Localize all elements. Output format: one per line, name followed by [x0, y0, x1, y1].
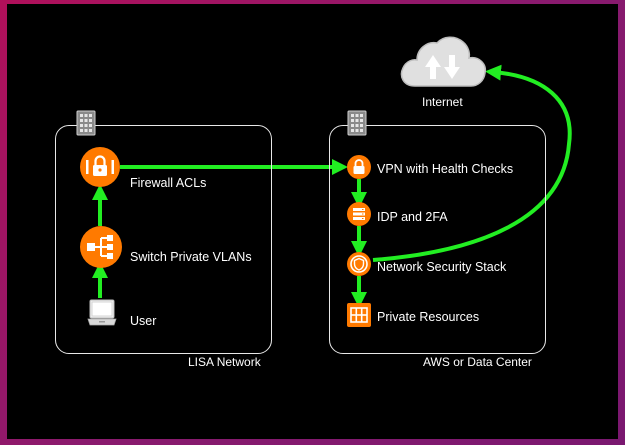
node-label-resources: Private Resources: [377, 310, 480, 324]
internet-label: Internet: [422, 95, 463, 109]
grid-icon: [346, 302, 372, 333]
lisa-network-caption: LISA Network: [188, 355, 261, 369]
lock-icon: [347, 155, 371, 184]
building-icon: [76, 110, 96, 141]
server-stack-icon: [347, 202, 371, 231]
aws-container: [329, 125, 546, 354]
connectors: [92, 64, 572, 308]
shield-icon: [347, 252, 371, 281]
node-label-security: Network Security Stack: [377, 260, 507, 274]
lisa-network-container: [55, 125, 272, 354]
cloud-upload-download-icon: [397, 34, 489, 95]
node-label-switch: Switch Private VLANs: [130, 250, 252, 264]
node-label-firewall: Firewall ACLs: [130, 176, 207, 190]
laptop-icon: [87, 298, 117, 333]
aws-caption: AWS or Data Center: [423, 355, 532, 369]
node-label-user: User: [130, 314, 157, 328]
firewall-icon: [80, 147, 120, 192]
switch-icon: [80, 226, 122, 273]
diagram-canvas: Internet LISA Network Firewall ACLs: [7, 4, 618, 439]
edge-security-internet: [372, 64, 572, 262]
node-label-idp: IDP and 2FA: [377, 210, 448, 224]
node-label-vpn: VPN with Health Checks: [377, 162, 514, 176]
building-icon: [347, 110, 367, 141]
